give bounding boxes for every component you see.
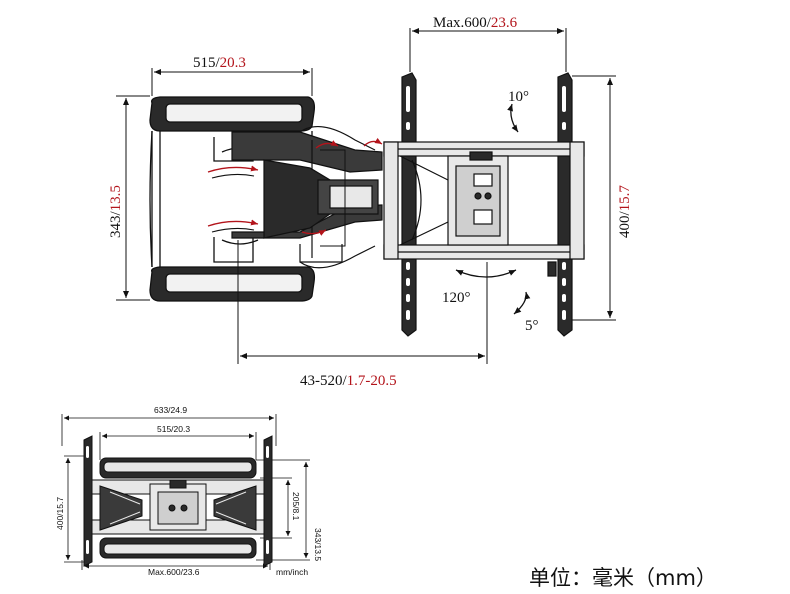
angle-swivel: 120°	[442, 290, 471, 306]
front-dim-plate-inner: 205/8.1	[291, 492, 301, 521]
dim-arm-width: 515/20.3	[193, 55, 246, 71]
front-mount-body	[83, 435, 273, 567]
front-dim-max-width: Max.600/23.6	[148, 567, 200, 577]
angle-arcs	[455, 103, 531, 315]
dim-max-height: 400/15.7	[617, 185, 633, 238]
front-view: 633/24.9 515/20.3 400/15.7 343/13.5 205/…	[55, 405, 323, 577]
front-dim-plate-height: 343/13.5	[313, 528, 323, 561]
front-dim-height-max: 400/15.7	[55, 497, 65, 530]
rotation-arrows	[207, 137, 383, 236]
swing-arm	[231, 125, 383, 269]
dim-extension: 43-520/1.7-20.5	[300, 373, 397, 389]
angle-tilt-up: 10°	[508, 89, 529, 105]
dim-plate-height: 343/13.5	[108, 185, 124, 238]
unit-note: 单位：毫米（mm）	[529, 566, 717, 590]
dimension-lines	[116, 28, 616, 364]
dim-max-width: Max.600/23.6	[433, 15, 518, 31]
wall-plate	[149, 96, 316, 302]
front-dim-overall-width: 633/24.9	[154, 405, 187, 415]
angle-tilt-down: 5°	[525, 318, 539, 334]
front-dim-arm-width: 515/20.3	[157, 424, 190, 434]
units-label: mm/inch	[276, 567, 308, 577]
tv-bracket	[383, 72, 585, 337]
top-view: Max.600/23.6 515/20.3 343/13.5 400/15.7 …	[108, 15, 633, 389]
